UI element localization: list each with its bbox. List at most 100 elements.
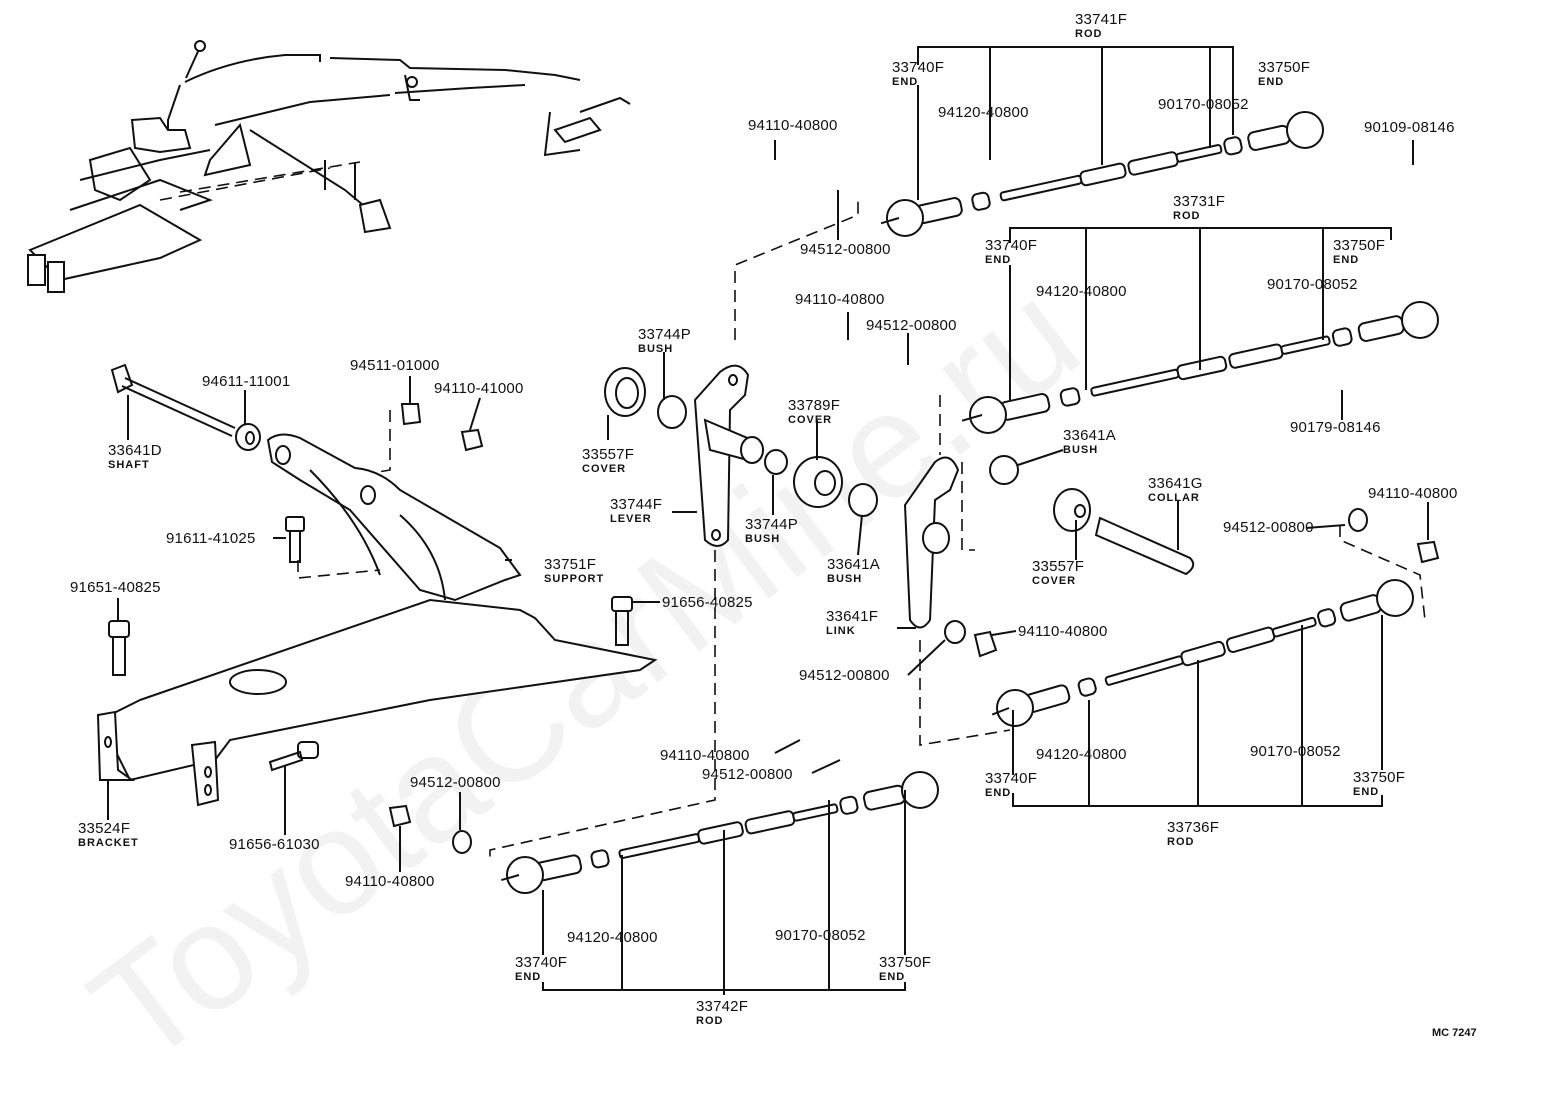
rod-body <box>1176 355 1228 381</box>
part-number: 94511-01000 <box>350 357 440 374</box>
part-number: 94512-00800 <box>702 766 793 783</box>
part-number: 90170-08052 <box>775 927 866 944</box>
part-description: COVER <box>582 463 627 475</box>
part-number: 94120-40800 <box>938 104 1029 121</box>
threaded-section <box>1090 368 1180 397</box>
threaded-section <box>792 803 839 822</box>
ball-joint-end <box>969 396 1007 434</box>
part-description: END <box>1333 254 1360 266</box>
part-label-nut-94110-c: 94110-40800 <box>1368 486 1458 502</box>
part-label-washer-94512-f: 94512-00800 <box>702 767 793 783</box>
rod-body <box>1079 162 1127 187</box>
part-number: 94110-40800 <box>748 117 838 134</box>
leader-line <box>857 514 863 556</box>
part-number: 33750F <box>1258 59 1311 76</box>
part-number: 33742F <box>696 998 749 1015</box>
leader-lines <box>107 46 1429 995</box>
part-number: 33744P <box>745 516 798 533</box>
part-number: 33641G <box>1148 475 1203 492</box>
part-number: 33744P <box>638 326 691 343</box>
part-number: 90170-08052 <box>1250 743 1341 760</box>
part-label-nut-90170-d: 90170-08052 <box>1250 744 1341 760</box>
part-number: 33740F <box>985 770 1038 787</box>
ball-joint-end <box>1376 579 1414 617</box>
part-description: END <box>515 971 542 983</box>
ball-end-sleeve <box>1247 124 1291 151</box>
leader-line <box>991 630 1017 636</box>
part-description: ROD <box>1167 836 1195 848</box>
part-description: END <box>985 787 1012 799</box>
part-label-washer-94512-d: 94512-00800 <box>799 668 890 684</box>
part-number: 33524F <box>78 820 131 837</box>
threaded-section <box>1280 335 1331 355</box>
lock-nut <box>1331 327 1353 347</box>
part-label-nut-90109: 90109-08146 <box>1364 120 1455 136</box>
rod-assemblies <box>501 111 1439 894</box>
part-number: 90109-08146 <box>1364 119 1455 136</box>
part-label-washer-94511: 94511-01000 <box>350 358 440 374</box>
threaded-section <box>618 833 701 860</box>
ball-end-sleeve <box>1339 594 1382 622</box>
rod-33741F-assembly <box>880 111 1324 237</box>
leader-line <box>469 397 481 431</box>
lock-nut <box>1077 677 1097 697</box>
part-label-nut-94110-b: 94110-40800 <box>795 292 885 308</box>
part-label-bolt-91656-40825: 91656-40825 <box>662 595 753 611</box>
part-label-bolt-91656-61030: 91656-61030 <box>229 837 320 853</box>
part-number: 33641D <box>108 442 162 459</box>
part-description: COVER <box>1032 575 1077 587</box>
figure-code: MC 7247 <box>1432 1027 1477 1039</box>
lock-nut <box>1223 136 1243 156</box>
part-number: 90179-08146 <box>1290 419 1381 436</box>
part-description: ROD <box>696 1015 724 1027</box>
part-label-nut-94120-b: 94120-40800 <box>1036 284 1127 300</box>
overview-linkage-illustration <box>27 40 631 293</box>
part-number: 33744F <box>610 496 663 513</box>
part-number: 94512-00800 <box>800 241 891 258</box>
leader-line <box>811 759 841 774</box>
rod-33736F-assembly <box>991 579 1414 727</box>
rod-33731F-assembly <box>961 301 1439 434</box>
part-description: ROD <box>1173 210 1201 222</box>
part-description: END <box>1353 786 1380 798</box>
threaded-section <box>1104 655 1184 686</box>
threaded-section <box>999 174 1083 202</box>
part-label-washer-94512-a: 94512-00800 <box>800 242 891 258</box>
ball-end-sleeve <box>1357 315 1405 342</box>
part-description: END <box>985 254 1012 266</box>
part-label-nut-94120-c: 94120-40800 <box>567 930 658 946</box>
lock-nut <box>1317 608 1337 628</box>
stud <box>991 707 1010 716</box>
rod-body <box>744 810 796 835</box>
support-bracket-illustration <box>96 363 658 854</box>
leader-line <box>907 639 946 676</box>
part-description: BUSH <box>745 533 781 545</box>
ball-joint-end <box>1286 111 1324 149</box>
part-description: END <box>892 76 919 88</box>
ball-joint-end <box>901 771 939 809</box>
leader-line <box>774 739 801 754</box>
part-number: 33741F <box>1075 11 1128 28</box>
part-number: 33731F <box>1173 193 1226 210</box>
part-description: BUSH <box>638 343 674 355</box>
part-number: 94512-00800 <box>410 774 501 791</box>
